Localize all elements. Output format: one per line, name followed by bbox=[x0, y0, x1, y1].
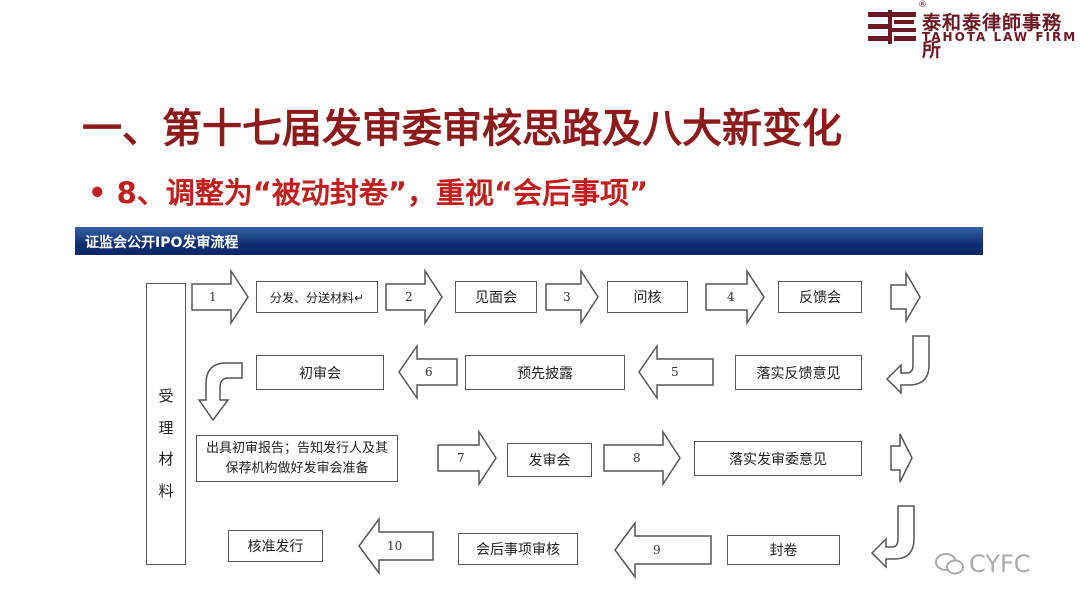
step-seal: 封卷 bbox=[727, 535, 840, 565]
step-feedback-meeting: 反馈会 bbox=[778, 281, 862, 313]
svg-text:2: 2 bbox=[405, 290, 413, 304]
side-char: 受 bbox=[158, 387, 174, 405]
arrow-left-10: 10 bbox=[358, 516, 434, 576]
svg-text:8: 8 bbox=[633, 451, 641, 465]
arrow-uturn-right-2 bbox=[870, 505, 915, 569]
step-post-matters: 会后事项审核 bbox=[458, 533, 578, 565]
step-approval: 核准发行 bbox=[228, 530, 323, 562]
arrow-right-end-row1 bbox=[890, 270, 921, 324]
registered-mark: ® bbox=[918, 0, 927, 10]
wechat-icon bbox=[935, 553, 964, 575]
arrow-left-6: 6 bbox=[398, 343, 458, 401]
side-char: 理 bbox=[158, 418, 174, 437]
bullet-point: • 8、调整为“被动封卷”，重视“会后事项” bbox=[88, 176, 649, 210]
watermark-text: CYFC bbox=[969, 550, 1031, 578]
step-verification: 问核 bbox=[607, 281, 688, 313]
firm-logo-icon bbox=[868, 10, 916, 44]
arrow-left-9: 9 bbox=[614, 520, 712, 580]
side-char: 材 bbox=[158, 450, 174, 468]
step-pre-disclosure: 预先披露 bbox=[465, 355, 625, 390]
step-meeting: 见面会 bbox=[455, 281, 537, 313]
arrow-right-2: 2 bbox=[385, 268, 443, 326]
svg-text:10: 10 bbox=[387, 539, 402, 553]
svg-text:9: 9 bbox=[653, 543, 661, 557]
arrow-right-8: 8 bbox=[603, 429, 681, 487]
arrow-uturn-right bbox=[885, 335, 930, 395]
arrow-right-3: 3 bbox=[545, 268, 599, 326]
step-distribute: 分发、分送材料↵ bbox=[256, 281, 378, 313]
arrow-left-5: 5 bbox=[638, 343, 714, 401]
firm-name-en: TAHOTA LAW FIRM bbox=[922, 30, 1078, 44]
arrow-right-end-row3 bbox=[890, 433, 913, 483]
arrow-right-1: 1 bbox=[191, 268, 249, 326]
diagram-header-text: 证监会公开IPO发审流程 bbox=[85, 235, 239, 251]
step-preliminary-review: 初审会 bbox=[256, 355, 384, 390]
svg-text:7: 7 bbox=[457, 451, 465, 465]
step-review-meeting: 发审会 bbox=[507, 443, 592, 477]
arrow-right-4: 4 bbox=[705, 268, 765, 326]
step-implement-committee: 落实发审委意见 bbox=[694, 441, 862, 476]
step-implement-feedback: 落实反馈意见 bbox=[735, 355, 862, 390]
arrow-uturn-left bbox=[197, 362, 243, 422]
svg-text:6: 6 bbox=[425, 365, 433, 379]
side-box-accept-materials: 受 理 材 料 bbox=[146, 283, 186, 565]
step-report: 出具初审报告；告知发行人及其保荐机构做好发审会准备 bbox=[196, 435, 398, 482]
diagram-header: 证监会公开IPO发审流程 bbox=[75, 227, 983, 255]
svg-text:1: 1 bbox=[209, 290, 217, 304]
side-char: 料 bbox=[158, 481, 174, 500]
svg-text:3: 3 bbox=[563, 290, 571, 304]
arrow-right-7: 7 bbox=[437, 429, 497, 487]
watermark: CYFC bbox=[935, 550, 1031, 578]
svg-text:5: 5 bbox=[671, 365, 679, 379]
slide-title: 一、第十七届发审委审核思路及八大新变化 bbox=[82, 106, 842, 152]
firm-name-cn: 泰和泰律師事務所 bbox=[922, 12, 1063, 61]
svg-text:4: 4 bbox=[727, 290, 735, 304]
